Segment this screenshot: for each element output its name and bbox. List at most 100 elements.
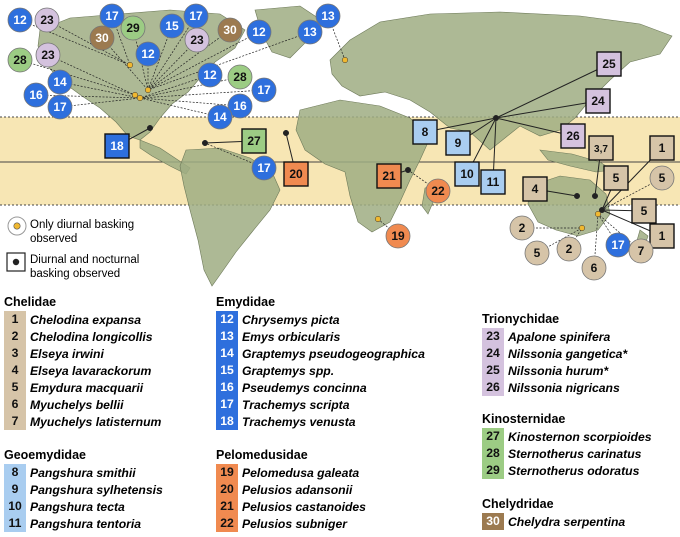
species-marker-label: 12 — [141, 47, 155, 61]
species-marker-label: 19 — [391, 229, 405, 243]
site-dot — [131, 91, 139, 99]
species-name: Chelodina longicollis — [30, 329, 153, 344]
species-marker-shape — [99, 3, 125, 29]
species-name: Sternotherus odoratus — [508, 463, 640, 478]
species-name: Chrysemys picta — [242, 312, 340, 327]
species-number: 23 — [482, 328, 504, 345]
species-marker-label: 5 — [641, 204, 648, 218]
nocturnal-legend-line2: basking observed — [30, 268, 121, 280]
leader-line — [597, 213, 619, 246]
species-marker-label: 29 — [126, 21, 140, 35]
species-marker-shape — [227, 64, 253, 90]
species-marker-label: 15 — [165, 19, 179, 33]
site-dot — [591, 192, 599, 200]
species-marker-label: 13 — [303, 25, 317, 39]
species-marker-28: 28 — [7, 47, 33, 73]
nocturnal-legend-line1: Diurnal and nocturnal — [30, 254, 140, 266]
species-marker-17: 17 — [251, 155, 277, 181]
leader-line — [139, 97, 241, 107]
site-dot — [598, 206, 606, 214]
site-dot — [282, 129, 290, 137]
species-marker-8: 8 — [412, 119, 438, 145]
species-marker-1: 1 — [649, 223, 675, 249]
species-marker-shape — [454, 161, 480, 187]
species-marker-shape — [34, 7, 60, 33]
species-marker-label: 23 — [41, 48, 55, 62]
species-marker-shape — [283, 161, 309, 187]
species-marker-label: 17 — [105, 9, 119, 23]
species-marker-17: 17 — [605, 232, 631, 258]
site-dots — [126, 56, 606, 232]
species-marker-12: 12 — [197, 62, 223, 88]
species-marker-label: 30 — [223, 23, 237, 37]
species-marker-5: 5 — [603, 165, 629, 191]
diurnal-legend-line2: observed — [30, 233, 78, 245]
species-marker-shape — [603, 165, 629, 191]
site-dot — [594, 210, 602, 218]
species-number: 14 — [216, 345, 238, 362]
species-name: Chelydra serpentina — [508, 514, 626, 529]
species-marker-7: 7 — [628, 238, 654, 264]
species-marker-11: 11 — [480, 169, 506, 195]
species-marker-label: 12 — [252, 25, 266, 39]
species-number: 30 — [482, 513, 504, 530]
species-name: Myuchelys latisternum — [30, 414, 162, 429]
species-marker-label: 12 — [13, 13, 27, 27]
species-marker-label: 28 — [233, 70, 247, 84]
species-marker-shape — [7, 7, 33, 33]
species-marker-shape — [35, 42, 61, 68]
family-heading: Chelydridae — [482, 497, 554, 511]
species-marker-label: 21 — [382, 169, 396, 183]
species-marker-3-7: 3,7 — [588, 135, 614, 161]
species-marker-label: 25 — [602, 57, 616, 71]
legend-symbols — [6, 216, 27, 272]
leader-line — [19, 19, 131, 66]
species-marker-6: 6 — [581, 255, 607, 281]
species-marker-16: 16 — [227, 93, 253, 119]
species-marker-shape — [524, 240, 550, 266]
species-marker-28: 28 — [227, 64, 253, 90]
species-number: 21 — [216, 498, 238, 515]
species-name: Elseya lavarackorum — [30, 363, 152, 378]
species-number: 17 — [216, 396, 238, 413]
species-marker-22: 22 — [425, 178, 451, 204]
species-marker-label: 20 — [289, 167, 303, 181]
species-number: 26 — [482, 379, 504, 396]
species-marker-label: 17 — [257, 161, 271, 175]
species-marker-shape — [628, 238, 654, 264]
species-marker-shape — [631, 198, 657, 224]
species-marker-shape — [560, 123, 586, 149]
species-marker-12: 12 — [246, 19, 272, 45]
species-marker-17: 17 — [47, 94, 73, 120]
species-marker-14: 14 — [207, 104, 233, 130]
diurnal-legend: Only diurnal basking observed — [30, 218, 134, 246]
species-marker-shape — [596, 51, 622, 77]
species-marker-18: 18 — [104, 133, 130, 159]
species-marker-shape — [522, 176, 548, 202]
family-heading: Chelidae — [4, 295, 57, 309]
leader-line — [407, 169, 439, 192]
species-marker-9: 9 — [445, 130, 471, 156]
site-dot — [492, 114, 500, 122]
species-name: Pangshura sylhetensis — [30, 482, 163, 497]
species-marker-label: 16 — [29, 88, 43, 102]
leader-line — [147, 29, 231, 91]
species-marker-label: 2 — [519, 221, 526, 235]
species-marker-label: 6 — [591, 261, 598, 275]
species-marker-shape — [425, 178, 451, 204]
species-marker-30: 30 — [89, 25, 115, 51]
species-name: Kinosternon scorpioides — [508, 429, 652, 444]
diurnal-legend-dot — [13, 222, 21, 230]
